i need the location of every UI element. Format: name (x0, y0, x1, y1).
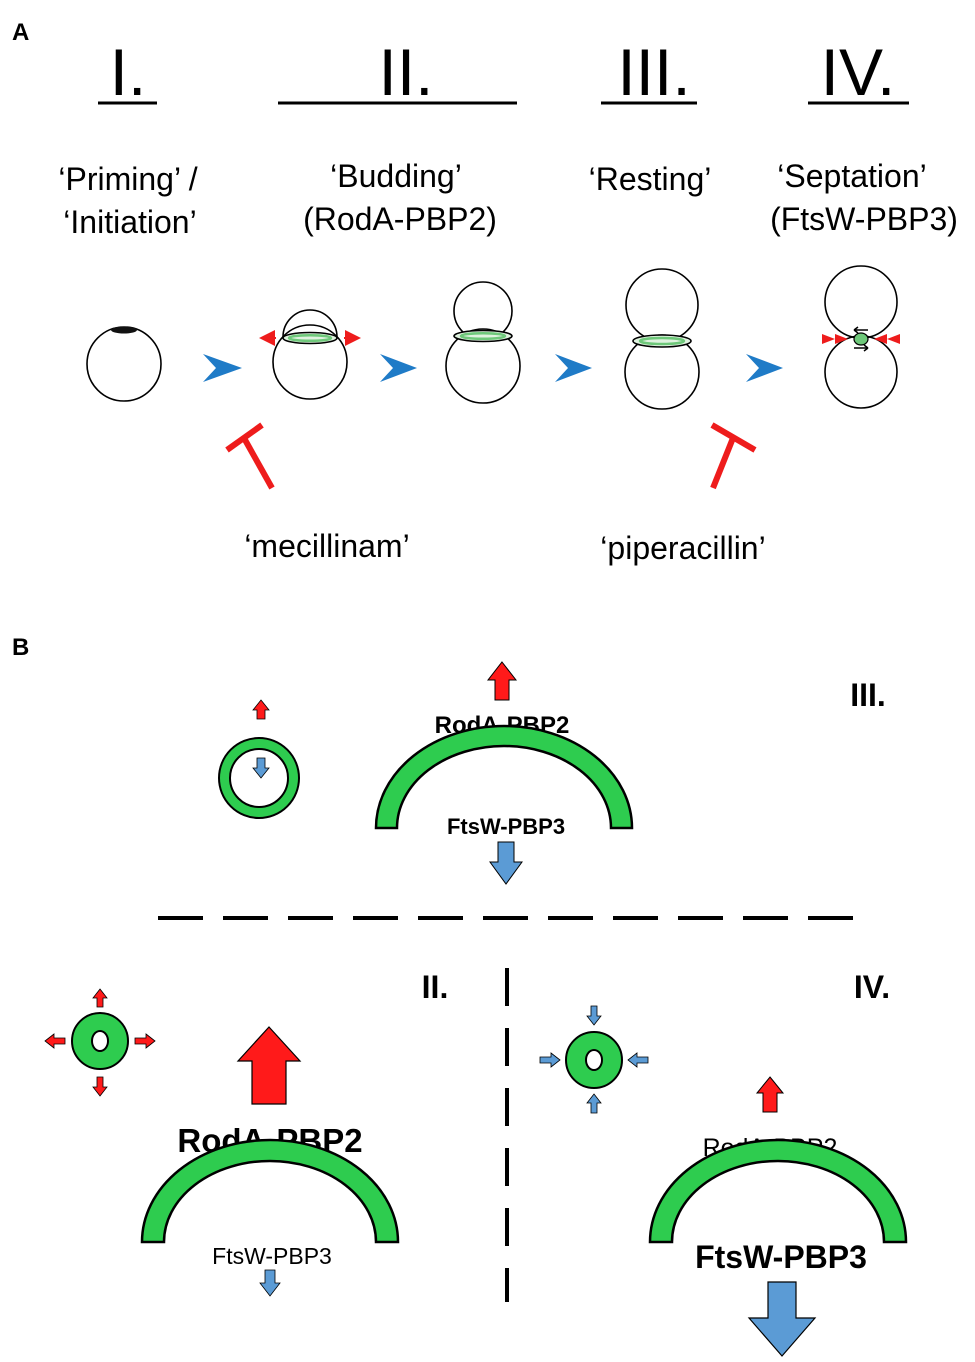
ring-icon (71, 1012, 129, 1070)
cell-priming (86, 326, 162, 402)
blue-down-arrow-icon (489, 841, 523, 885)
stage-1-numeral: I. (110, 35, 147, 109)
small-red-arrow-icon (252, 699, 270, 720)
cell-resting (624, 268, 700, 410)
inhibition-mecillinam-icon (225, 422, 275, 490)
stage-4-desc-line2: (FtsW-PBP3) (770, 201, 958, 237)
small-red-arrow-icon (92, 1076, 108, 1097)
small-blue-arrow-icon (627, 1052, 649, 1068)
small-red-arrow-icon (44, 1033, 66, 1049)
inhibitor-piperacillin-label: ‘piperacillin’ (600, 530, 765, 566)
small-blue-arrow-icon (539, 1052, 561, 1068)
quadrant-3-numeral: III. (850, 677, 886, 713)
quadrant-3-bottom-label: FtsW-PBP3 (447, 814, 565, 839)
stage-3-desc-line1: ‘Resting’ (589, 161, 712, 197)
green-arc (648, 1138, 908, 1244)
ring-icon (218, 737, 300, 819)
inhibitor-mecillinam-label: ‘mecillinam’ (244, 528, 409, 564)
quadrant-2-bottom-label: FtsW-PBP3 (212, 1243, 332, 1269)
cell-budding-start (259, 309, 361, 400)
progress-arrow-icon (380, 354, 417, 382)
progress-arrow-icon (746, 354, 783, 382)
small-red-arrow-icon (134, 1033, 156, 1049)
panel-b-label: B (12, 634, 29, 661)
stage-3-numeral: III. (617, 35, 690, 109)
large-red-up-arrow-icon (236, 1026, 302, 1105)
stage-2-numeral: II. (378, 35, 433, 109)
red-up-arrow-icon (755, 1076, 785, 1113)
quadrant-4-numeral: IV. (854, 969, 890, 1005)
green-arc (140, 1138, 400, 1244)
quadrant-4-bottom-label: FtsW-PBP3 (695, 1239, 867, 1275)
stage-4-numeral: IV. (821, 35, 896, 109)
small-blue-arrow-icon (259, 1269, 281, 1297)
small-blue-arrow-icon (586, 1005, 602, 1026)
large-blue-down-arrow-icon (747, 1281, 817, 1357)
progress-arrow-icon (555, 354, 592, 382)
cell-budding-progressed (445, 281, 521, 404)
progress-arrow-icon (203, 354, 242, 382)
stage-2-desc-line1: ‘Budding’ (330, 158, 462, 194)
inhibition-piperacillin-icon (710, 422, 757, 490)
stage-2-desc-line2: (RodA-PBP2) (303, 201, 497, 237)
small-blue-arrow-icon (586, 1093, 602, 1114)
small-red-arrow-icon (92, 988, 108, 1008)
stage-1-desc-line2: ‘Initiation’ (63, 204, 196, 240)
red-up-arrow-icon (486, 661, 518, 701)
small-blue-arrow-icon (252, 757, 270, 779)
ring-icon (565, 1031, 623, 1089)
stage-1-desc-line1: ‘Priming’ / (58, 161, 197, 197)
green-arc (374, 724, 634, 830)
cell-septation (822, 265, 900, 409)
stage-4-desc-line1: ‘Septation’ (777, 158, 926, 194)
panel-a-label: A (12, 19, 29, 46)
quadrant-2-numeral: II. (422, 969, 449, 1005)
